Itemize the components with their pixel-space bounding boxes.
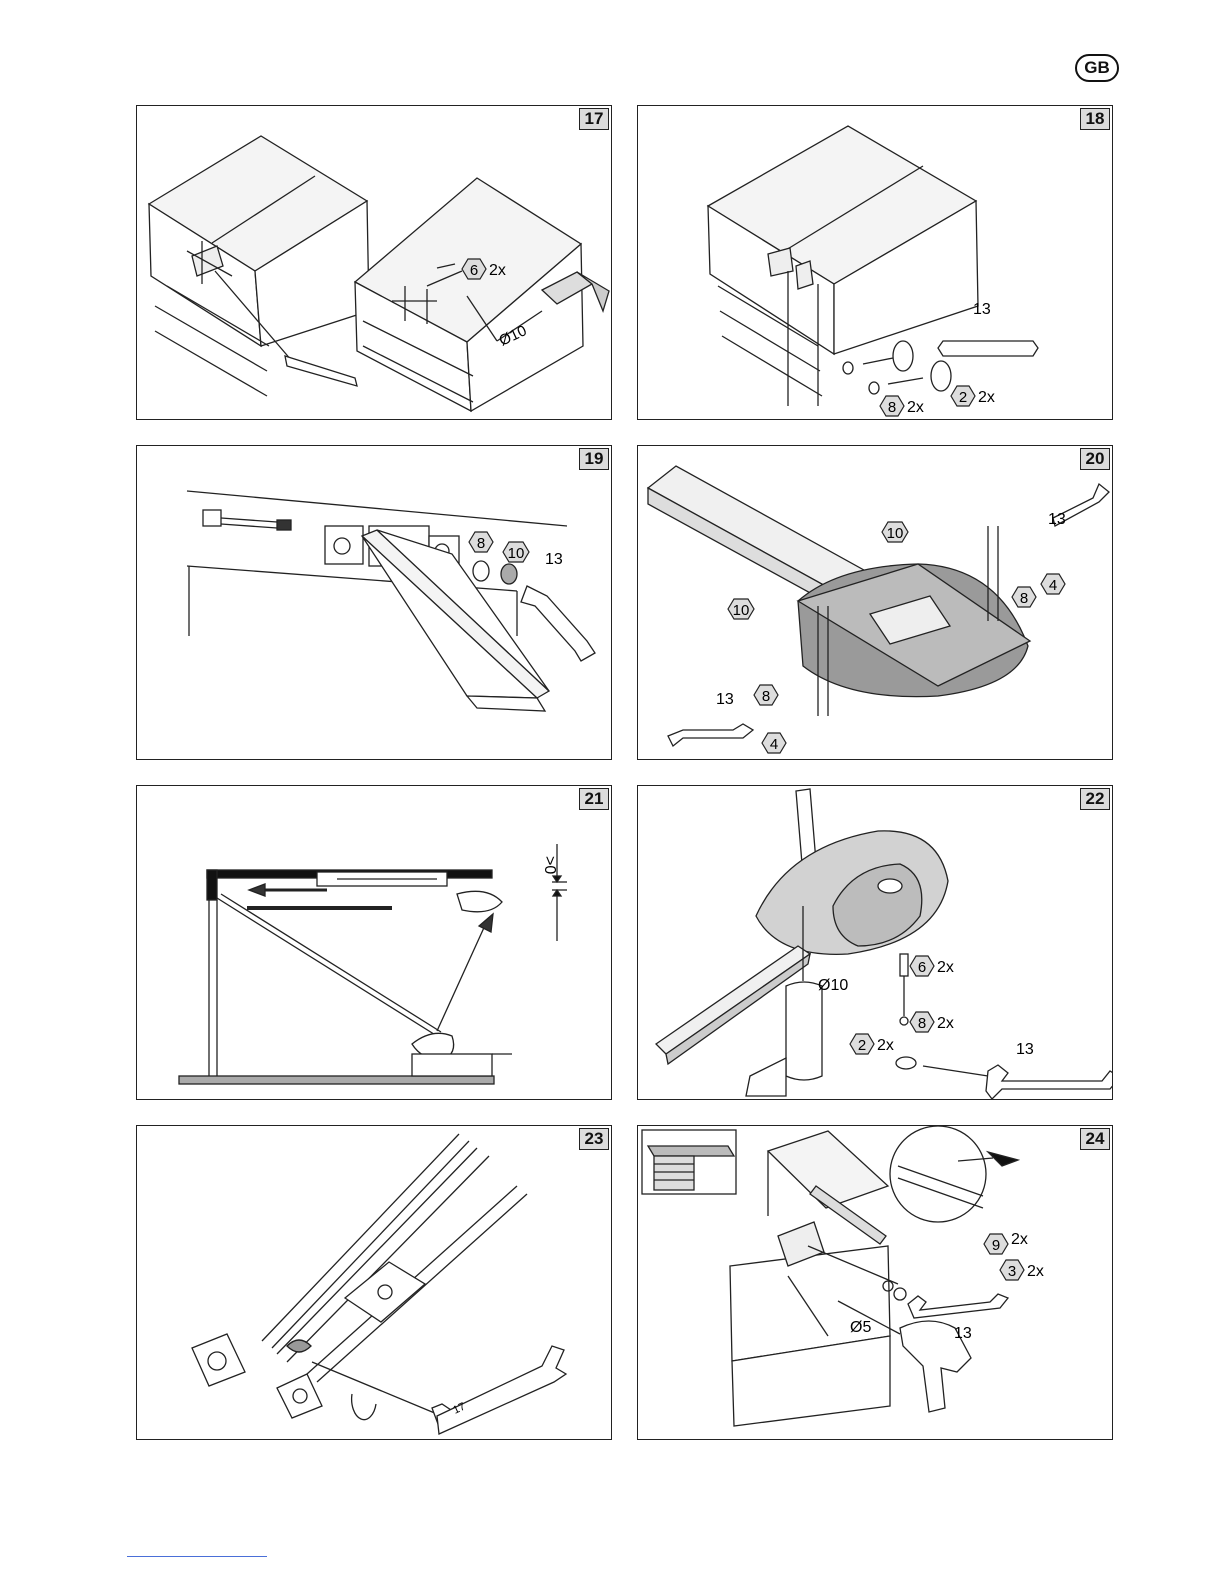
footnote-separator: [127, 1556, 267, 1557]
part-number-4-right: 4: [1049, 577, 1057, 594]
drill-diameter-label: Ø5: [850, 1319, 871, 1336]
figure-17-labels: 6 2x Ø10: [137, 106, 612, 420]
figure-20: 10 10 13 4 8 8 13 4 20: [637, 445, 1113, 760]
figure-22-labels: Ø10 6 2x 8 2x 2 2x 13: [638, 786, 1113, 1100]
wrench-size-label: 13: [954, 1325, 972, 1342]
part-number-8: 8: [918, 1015, 926, 1032]
quantity-label: 2x: [489, 262, 506, 279]
language-badge: GB: [1075, 54, 1119, 82]
part-number-8: 8: [888, 399, 896, 416]
part-number-10-left: 10: [733, 602, 750, 619]
part-number-4-left: 4: [770, 736, 778, 753]
quantity-label-9: 2x: [1011, 1231, 1028, 1248]
step-number: 19: [579, 448, 609, 470]
figure-23: 17 23: [136, 1125, 612, 1440]
part-number-8-left: 8: [762, 688, 770, 705]
figure-20-labels: 10 10 13 4 8 8 13 4: [638, 446, 1113, 760]
wrench-size-label-right: 13: [1048, 511, 1066, 528]
figure-19: 8 10 13 19: [136, 445, 612, 760]
quantity-label-2: 2x: [978, 389, 995, 406]
step-number: 23: [579, 1128, 609, 1150]
quantity-label-6: 2x: [937, 959, 954, 976]
figure-24: 9 2x 3 2x Ø5 13 24: [637, 1125, 1113, 1440]
gap-label: >0: [541, 856, 558, 874]
part-number-3: 3: [1008, 1263, 1016, 1280]
figure-22: Ø10 6 2x 8 2x 2 2x 13 22: [637, 785, 1113, 1100]
part-number-6: 6: [918, 959, 926, 976]
quantity-label-8: 2x: [907, 399, 924, 416]
part-number-2: 2: [858, 1037, 866, 1054]
quantity-label-3: 2x: [1027, 1263, 1044, 1280]
figure-23-labels: 17: [137, 1126, 612, 1440]
part-number-2: 2: [959, 389, 967, 406]
wrench-size-label: 17: [451, 1401, 467, 1417]
figure-19-labels: 8 10 13: [137, 446, 612, 760]
part-number-6: 6: [470, 262, 478, 279]
part-number-8-right: 8: [1020, 590, 1028, 607]
figure-17: 6 2x Ø10 17: [136, 105, 612, 420]
figure-24-labels: 9 2x 3 2x Ø5 13: [638, 1126, 1113, 1440]
quantity-label-8: 2x: [937, 1015, 954, 1032]
figure-21-labels: >0: [137, 786, 612, 1100]
part-number-10: 10: [508, 545, 525, 562]
wrench-size-label: 13: [545, 551, 563, 568]
step-number: 22: [1080, 788, 1110, 810]
part-number-10-top: 10: [887, 525, 904, 542]
part-number-9: 9: [992, 1237, 1000, 1254]
wrench-size-label: 13: [1016, 1041, 1034, 1058]
step-number: 24: [1080, 1128, 1110, 1150]
step-number: 20: [1080, 448, 1110, 470]
step-number: 21: [579, 788, 609, 810]
figure-21: >0 21: [136, 785, 612, 1100]
figure-18-labels: 13 8 2x 2 2x: [638, 106, 1113, 420]
wrench-size-label: 13: [973, 301, 991, 318]
wrench-size-label-left: 13: [716, 691, 734, 708]
quantity-label-2: 2x: [877, 1037, 894, 1054]
figure-18: 13 8 2x 2 2x 18: [637, 105, 1113, 420]
part-number-8: 8: [477, 535, 485, 552]
drill-diameter-label: Ø10: [818, 977, 848, 994]
step-number: 18: [1080, 108, 1110, 130]
step-number: 17: [579, 108, 609, 130]
drill-diameter-label: Ø10: [497, 322, 530, 349]
